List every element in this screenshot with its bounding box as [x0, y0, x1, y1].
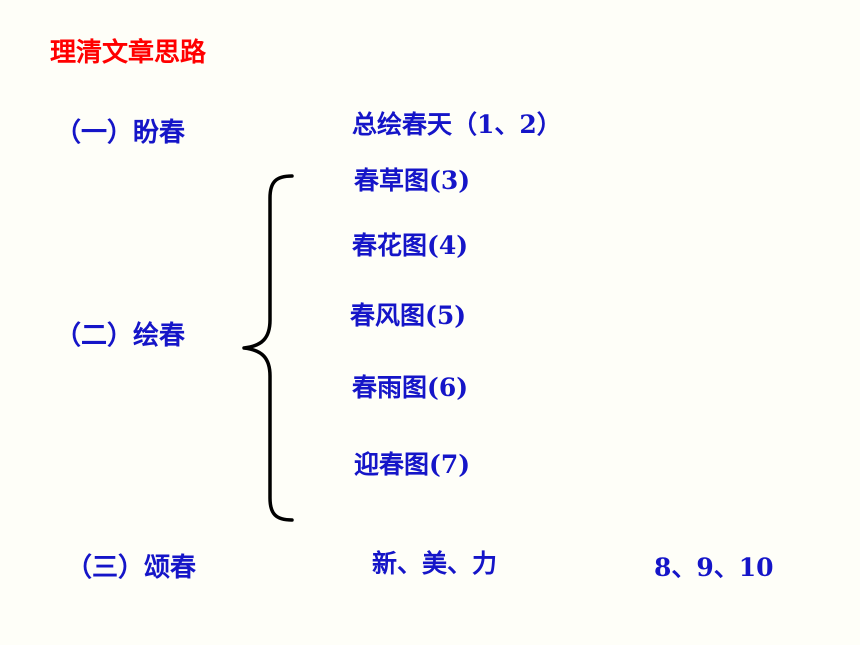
section-2-item-spring-grass: 春草图(3) — [354, 166, 471, 195]
section-3-label: （三）颂春 — [66, 553, 197, 583]
section-3-paragraphs: 8、9、10 — [654, 553, 774, 582]
section-2-item-spring-rain: 春雨图(6) — [352, 373, 469, 402]
page-title: 理清文章思路 — [50, 38, 207, 68]
section-3-content: 新、美、力 — [372, 549, 498, 578]
section-2-label: （二）绘春 — [55, 321, 186, 351]
section-2-item-welcoming-spring: 迎春图(7) — [354, 450, 471, 479]
section-1-label: （一）盼春 — [55, 118, 186, 148]
section-2-item-spring-wind: 春风图(5) — [350, 301, 467, 330]
section-1-content: 总绘春天（1、2） — [352, 110, 562, 139]
section-2-item-spring-flowers: 春花图(4) — [352, 231, 469, 260]
curly-brace-icon — [242, 174, 294, 522]
